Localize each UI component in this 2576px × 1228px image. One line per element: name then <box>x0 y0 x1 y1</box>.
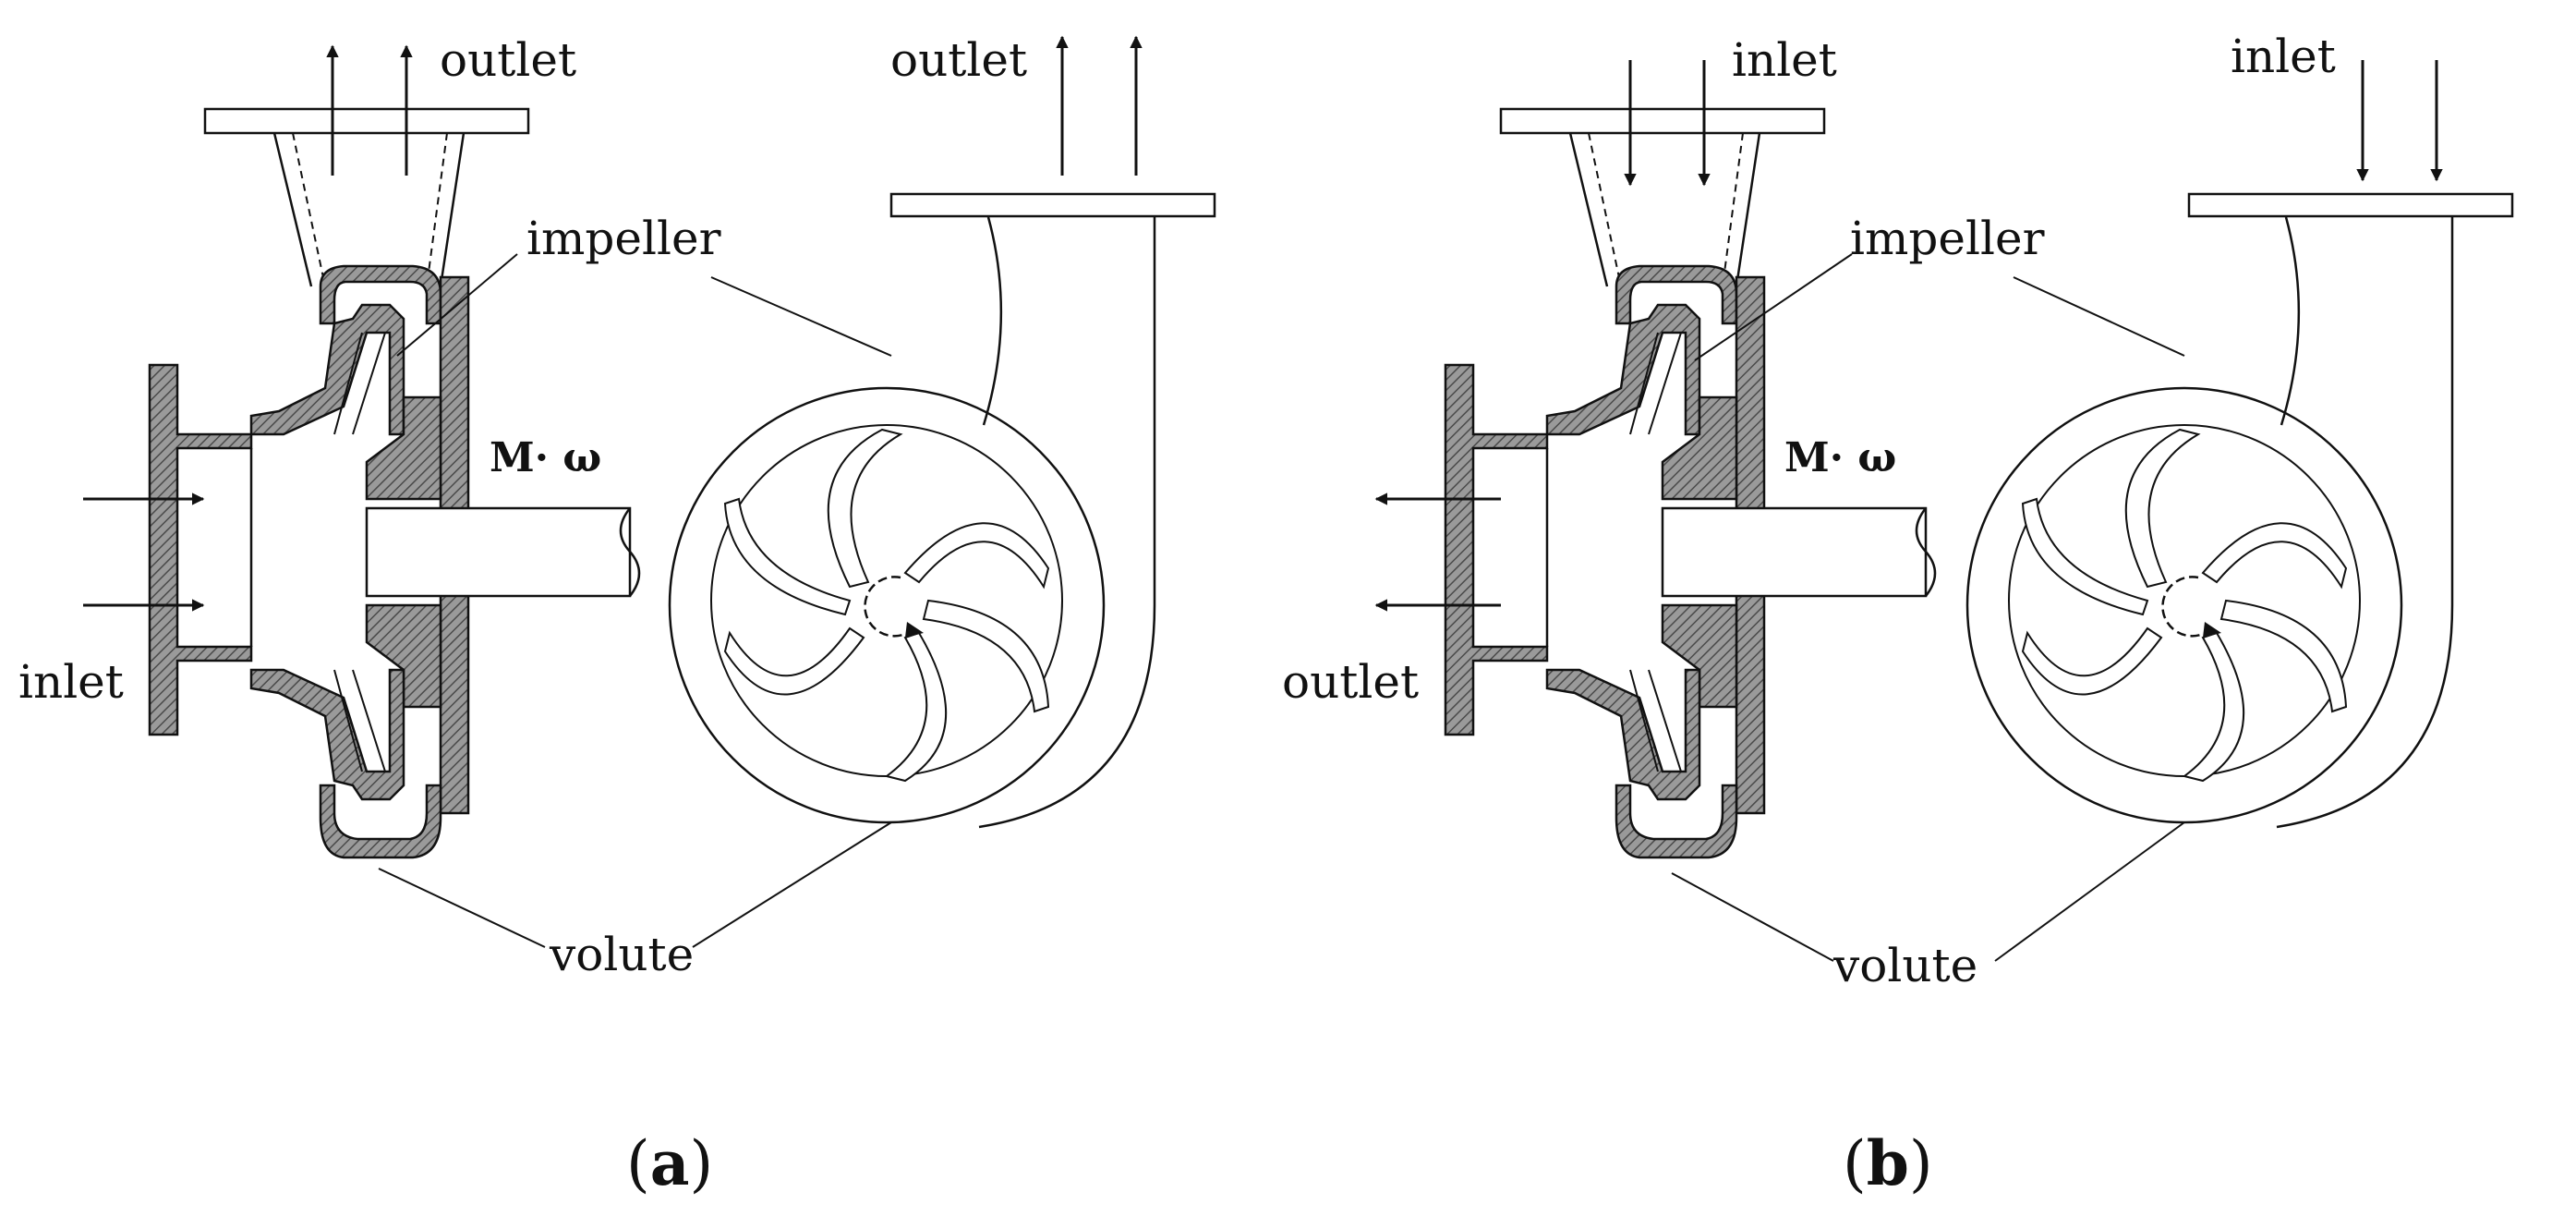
panel-b-volute-label: volute <box>1832 939 1977 992</box>
panel-a-outlet-arrows <box>326 44 413 176</box>
panel-b-caption: (b) <box>1843 1127 1933 1199</box>
panel-a-volute-label: volute <box>549 928 694 981</box>
panel-a-caption: (a) <box>626 1127 713 1199</box>
panel-a-outlet-top-label: outlet <box>440 33 576 87</box>
panel-b: inlet inlet outlet impeller M· ω volute … <box>1282 30 2514 1199</box>
panel-a: outlet outlet inlet impeller M· ω volute… <box>18 33 1216 1199</box>
panel-b-inlet-arrows <box>1624 60 1711 187</box>
panel-a-outlet-side-label: outlet <box>890 33 1027 87</box>
panel-b-inlet-side-label: inlet <box>2231 30 2336 83</box>
panel-b-outlet-label: outlet <box>1282 655 1419 709</box>
panel-a-inlet-arrows <box>83 492 205 612</box>
panel-a-outlet-side-arrows <box>1056 35 1143 176</box>
panel-b-impeller-label: impeller <box>1850 212 2045 265</box>
panel-b-leaders <box>1671 253 2185 962</box>
panel-b-inlet-side-arrows <box>2356 60 2443 182</box>
panel-a-volute-front <box>668 192 1216 829</box>
panel-a-torque-label: M· ω <box>490 434 601 481</box>
panel-a-inlet-label: inlet <box>18 655 124 709</box>
panel-a-impeller-label: impeller <box>526 212 721 265</box>
panel-b-volute-front <box>1965 192 2514 829</box>
panel-b-inlet-top-label: inlet <box>1732 33 1837 87</box>
panel-a-leaders <box>378 253 892 948</box>
panel-b-outlet-arrows <box>1374 492 1501 612</box>
panel-b-torque-label: M· ω <box>1784 434 1896 481</box>
